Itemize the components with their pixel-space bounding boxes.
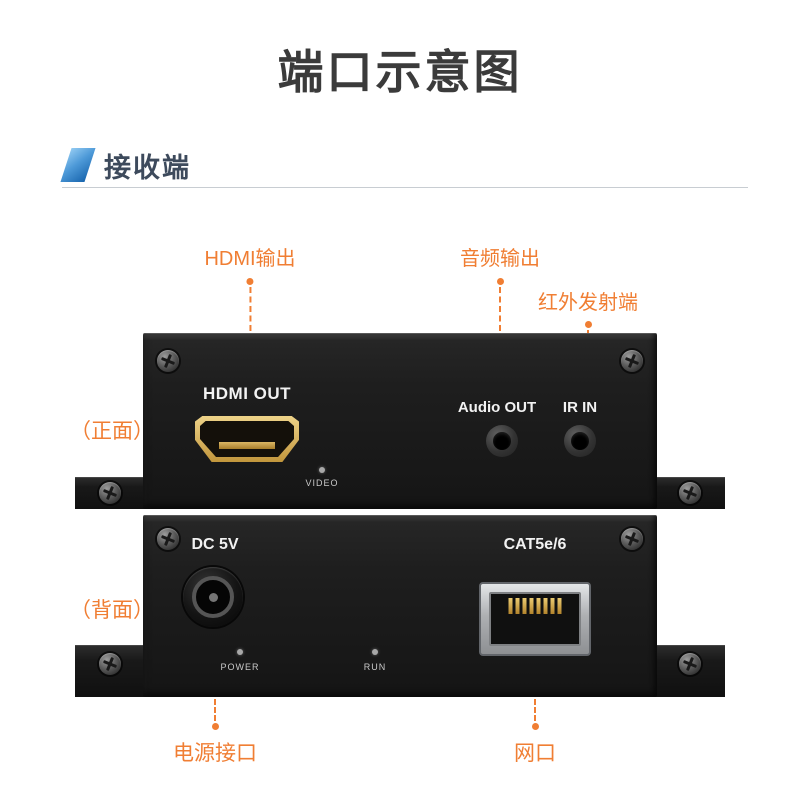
callout-power-port: 电源接口 [173,699,257,767]
callout-ir-emitter-label: 红外发射端 [538,292,638,314]
video-led-label: VIDEO [305,478,339,488]
ir-in-label: IR IN [562,399,598,416]
rj45-pin [550,598,555,614]
callout-dash-line [248,287,251,331]
section-marker-icon [60,148,96,182]
callout-dot [496,278,504,285]
dc-power-jack-ring [192,576,234,618]
callout-hdmi-output-label: HDMI输出 [204,248,296,270]
rj45-pin [543,598,548,614]
ir-jack-hole [571,432,589,450]
audio-jack [486,425,518,457]
front-side-label: （正面） [70,420,154,443]
screw-icon [157,350,179,372]
run-led [372,649,378,655]
rj45-pin [557,598,562,614]
audio-out-label: Audio OUT [457,399,537,416]
ir-jack [564,425,596,457]
callout-dot [584,321,592,328]
screw-icon [99,653,121,675]
dc-power-jack [183,567,243,627]
rj45-port [479,582,591,656]
callout-dot [531,723,539,730]
callout-dash-line [499,287,501,331]
lan-port-label: CAT5e/6 [503,536,567,553]
callout-network-port: 网口 [514,699,556,767]
power-led-label: POWER [220,662,260,672]
rj45-pin [515,598,520,614]
rj45-pins [508,598,562,614]
power-led [237,649,243,655]
hdmi-port-opening [200,421,294,457]
callout-power-port-label: 电源接口 [173,742,257,765]
rj45-pin [536,598,541,614]
callout-dash-line [534,699,536,721]
screw-icon [679,653,701,675]
section-label: 接收端 [104,153,191,183]
callout-dot [246,278,254,285]
callout-ir-emitter: 红外发射端 [538,286,638,337]
callout-dash-line [214,699,216,721]
dc-power-jack-pin [208,592,218,602]
hdmi-port-tongue [218,442,276,449]
hdmi-port [195,416,299,462]
callout-dot [211,723,219,730]
screw-icon [157,528,179,550]
device-back-panel: DC 5V POWER RUN CAT5e/6 [143,515,657,697]
rj45-pin [508,598,513,614]
screw-icon [99,482,121,504]
callout-hdmi-output: HDMI输出 [204,242,296,331]
dc-port-label: DC 5V [191,536,239,553]
rj45-pin [522,598,527,614]
callout-audio-output-label: 音频输出 [460,248,540,270]
screw-icon [621,350,643,372]
screw-icon [679,482,701,504]
callout-audio-output: 音频输出 [460,242,540,331]
callout-network-port-label: 网口 [514,742,556,765]
section-divider [62,187,748,188]
rj45-port-opening [489,592,581,646]
video-led [319,467,325,473]
hdmi-port-label: HDMI OUT [202,384,292,403]
run-led-label: RUN [363,662,387,672]
audio-jack-hole [493,432,511,450]
rj45-pin [529,598,534,614]
back-side-label: （背面） [70,599,154,622]
device-front-panel: HDMI OUT VIDEO Audio OUT IR IN [143,333,657,509]
screw-icon [621,528,643,550]
page-title: 端口示意图 [277,46,523,98]
